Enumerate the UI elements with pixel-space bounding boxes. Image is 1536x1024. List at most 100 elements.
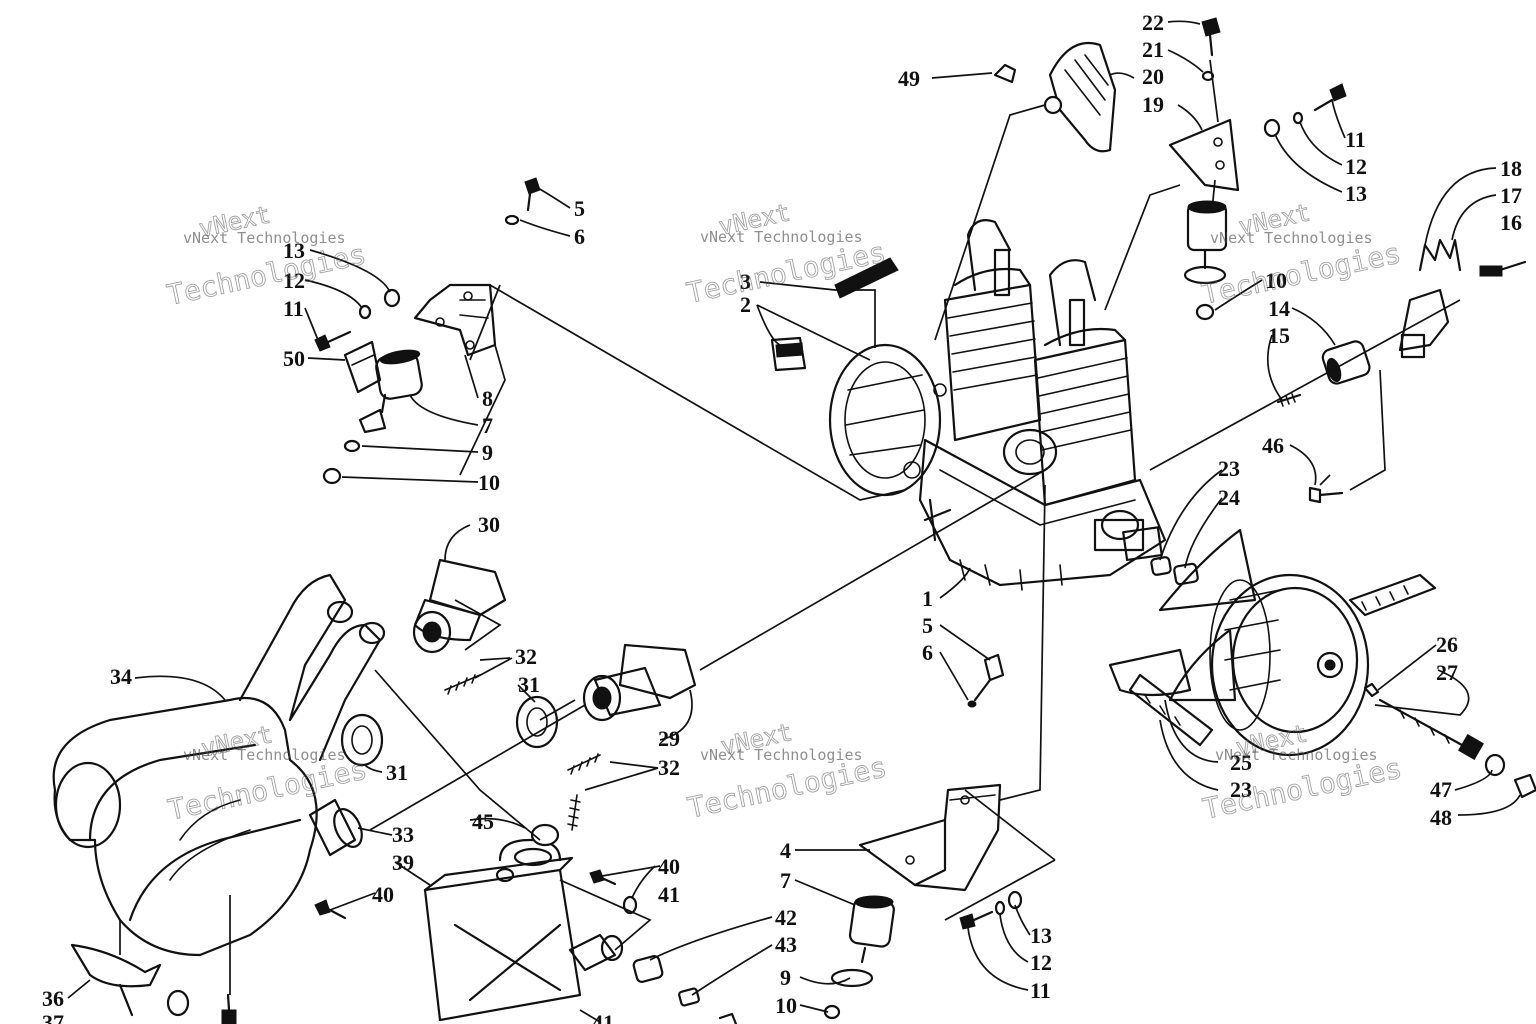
callout-5-left: 5: [574, 196, 585, 221]
bolt-11-12-13-lower: [959, 890, 1023, 930]
engine-assembly: [828, 219, 1167, 591]
coupler-33: [308, 798, 363, 857]
callout-10-right: 10: [1265, 268, 1287, 293]
callout-11-top-right: 11: [1345, 127, 1366, 152]
callout-11-left: 11: [283, 296, 304, 321]
svg-text:Technologies: Technologies: [684, 235, 889, 309]
drive-clutch: [1108, 528, 1437, 757]
callout-12-left: 12: [283, 268, 305, 293]
bolt-46: [1308, 486, 1344, 504]
bracket-16-17-18: [1398, 238, 1527, 359]
callout-18: 18: [1500, 156, 1522, 181]
callout-10-left: 10: [478, 470, 500, 495]
callout-50: 50: [283, 346, 305, 371]
callout-23-lower: 23: [1230, 777, 1252, 802]
callout-34: 34: [110, 664, 132, 689]
callout-49: 49: [898, 66, 920, 91]
callout-1: 1: [922, 586, 933, 611]
callout-36: 36: [42, 986, 64, 1011]
callout-7-left: 7: [482, 413, 493, 438]
watermark-label-top-right: vNext Technologies: [1210, 229, 1373, 247]
callout-6-lower: 6: [922, 640, 933, 665]
bolt-11-12-13-right: [1263, 83, 1347, 138]
callout-27: 27: [1436, 660, 1458, 685]
callout-47: 47: [1430, 777, 1452, 802]
watermark-top-left: vNext Technologies: [164, 200, 370, 312]
leader-lines: [67, 20, 1521, 1023]
callout-20: 20: [1142, 64, 1164, 89]
mount-7-9-10-lower: [718, 895, 895, 1024]
watermark-label-bottom-left: vNext Technologies: [183, 746, 346, 764]
callout-41-bottom: 41: [592, 1010, 614, 1024]
exhaust-manifold-30: [412, 558, 507, 654]
decal-3-and-plate-2: [770, 257, 899, 372]
callout-15: 15: [1268, 323, 1290, 348]
bolt-22-stack: [1201, 17, 1221, 82]
watermark-bottom-left: vNext Technologies: [165, 720, 371, 827]
plate-19: [1168, 118, 1240, 192]
callout-12-lower: 12: [1030, 950, 1052, 975]
exhaust-manifold-29: [582, 643, 697, 722]
callout-33: 33: [392, 822, 414, 847]
callout-9-left: 9: [482, 440, 493, 465]
mount-bracket-4: [858, 783, 1002, 892]
callout-3: 3: [740, 269, 751, 294]
parts-36-37: [70, 943, 237, 1024]
callout-2: 2: [740, 292, 751, 317]
callout-31-left: 31: [386, 760, 408, 785]
callout-24: 24: [1218, 485, 1240, 510]
watermark-label-top-left: vNext Technologies: [183, 229, 346, 247]
callout-9-lower: 9: [780, 965, 791, 990]
svg-text:Technologies: Technologies: [164, 238, 369, 312]
callout-23-upper: 23: [1218, 456, 1240, 481]
callout-13-top-right: 13: [1345, 181, 1367, 206]
callout-16: 16: [1500, 210, 1522, 235]
bolt-5-6-left: [504, 177, 541, 226]
svg-text:Technologies: Technologies: [1199, 236, 1404, 310]
callout-12-top-right: 12: [1345, 154, 1367, 179]
callout-14: 14: [1268, 296, 1290, 321]
callout-43: 43: [775, 932, 797, 957]
watermark-label-bottom-center: vNext Technologies: [700, 746, 863, 764]
callout-21: 21: [1142, 37, 1164, 62]
watermark-label-bottom-right: vNext Technologies: [1215, 746, 1378, 764]
callout-6-left: 6: [574, 224, 585, 249]
callout-10-lower: 10: [775, 993, 797, 1018]
callout-13-lower: 13: [1030, 923, 1052, 948]
mount-50-7-left: [322, 340, 423, 485]
parts-artwork: [52, 17, 1536, 1024]
callout-8: 8: [482, 386, 493, 411]
rubber-mount-10-right: [1183, 200, 1228, 321]
springs-32: [444, 674, 601, 831]
callout-19: 19: [1142, 92, 1164, 117]
motor-mount-8: [413, 283, 497, 357]
bolts-40-41: [314, 869, 638, 920]
callout-32-lower: 32: [658, 755, 680, 780]
stud-15: [1276, 393, 1302, 407]
callout-48: 48: [1430, 805, 1452, 830]
callout-40-left: 40: [372, 882, 394, 907]
callout-42: 42: [775, 905, 797, 930]
callout-41-right: 41: [658, 882, 680, 907]
callout-13-left: 13: [283, 238, 305, 263]
spacers-42-43: [632, 955, 700, 1007]
callout-numbers: 22 21 20 49 19 11 12 13 18 17 16 10 14 1…: [42, 10, 1522, 1024]
callout-46: 46: [1262, 433, 1284, 458]
callout-25: 25: [1230, 750, 1252, 775]
callout-29: 29: [658, 726, 680, 751]
callout-40-right: 40: [658, 854, 680, 879]
bolt-5-6-lower: [967, 653, 1005, 708]
callout-30: 30: [478, 512, 500, 537]
exhaust-pipe-34: [52, 573, 386, 957]
callout-45: 45: [472, 809, 494, 834]
sleeves-23-24: [1150, 556, 1199, 586]
callout-4: 4: [780, 838, 791, 863]
callout-11-lower: 11: [1030, 978, 1051, 1003]
callout-37: 37: [42, 1010, 64, 1024]
callout-17: 17: [1500, 183, 1522, 208]
callout-7-lower: 7: [780, 868, 791, 893]
bolt-11-12-13-left: [314, 288, 401, 352]
callout-31-center: 31: [518, 672, 540, 697]
callout-22: 22: [1142, 10, 1164, 35]
